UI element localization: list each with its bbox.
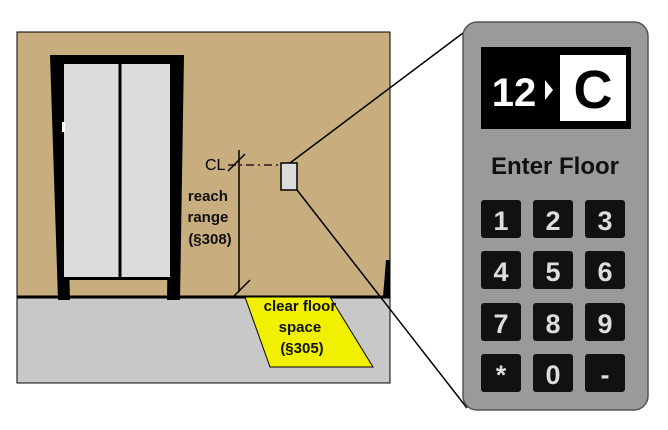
clear-floor-space (244, 296, 374, 368)
key-label: 1 (493, 206, 508, 236)
key-label: 3 (597, 206, 612, 236)
key-label: 7 (493, 309, 508, 339)
key-button[interactable] (533, 200, 573, 238)
enter-floor-prompt: Enter Floor (491, 153, 619, 180)
display-destination-car: C (574, 60, 613, 120)
arrow-icon (545, 80, 553, 100)
key-3[interactable]: 3 (585, 200, 625, 238)
key-label: 6 (597, 257, 612, 287)
key-label: * (496, 360, 507, 390)
key-6[interactable]: 6 (585, 251, 625, 289)
display-current-floor: 12 (492, 71, 537, 115)
key-button[interactable] (585, 303, 625, 341)
key-button[interactable] (585, 200, 625, 238)
key-0[interactable]: 0 (533, 354, 573, 392)
keypad-small (280, 162, 298, 191)
key-label: 5 (545, 257, 560, 287)
key-star[interactable]: * (481, 354, 521, 392)
key-button[interactable] (481, 200, 521, 238)
key-label: 0 (545, 360, 560, 390)
key-dash[interactable]: - (585, 354, 625, 392)
key-8[interactable]: 8 (533, 303, 573, 341)
key-9[interactable]: 9 (585, 303, 625, 341)
key-2[interactable]: 2 (533, 200, 573, 238)
key-label: 8 (545, 309, 560, 339)
key-button[interactable] (533, 303, 573, 341)
key-4[interactable]: 4 (481, 251, 521, 289)
key-7[interactable]: 7 (481, 303, 521, 341)
key-button[interactable] (481, 303, 521, 341)
key-button[interactable] (585, 251, 625, 289)
scene-border (16, 31, 391, 384)
key-button[interactable] (533, 251, 573, 289)
key-button[interactable] (585, 354, 625, 392)
key-label: 9 (597, 309, 612, 339)
key-1[interactable]: 1 (481, 200, 521, 238)
key-button[interactable] (481, 354, 521, 392)
key-5[interactable]: 5 (533, 251, 573, 289)
key-label: - (601, 360, 610, 390)
key-button[interactable] (533, 354, 573, 392)
reach-range-label: reach range (§308) (187, 188, 232, 248)
key-label: 2 (545, 206, 560, 236)
centerline-symbol: CL (205, 157, 226, 174)
key-button[interactable] (481, 251, 521, 289)
elevator-door (50, 55, 184, 300)
clear-floor-label: clear floor space (§305) (264, 298, 341, 357)
key-label: 4 (493, 257, 508, 287)
